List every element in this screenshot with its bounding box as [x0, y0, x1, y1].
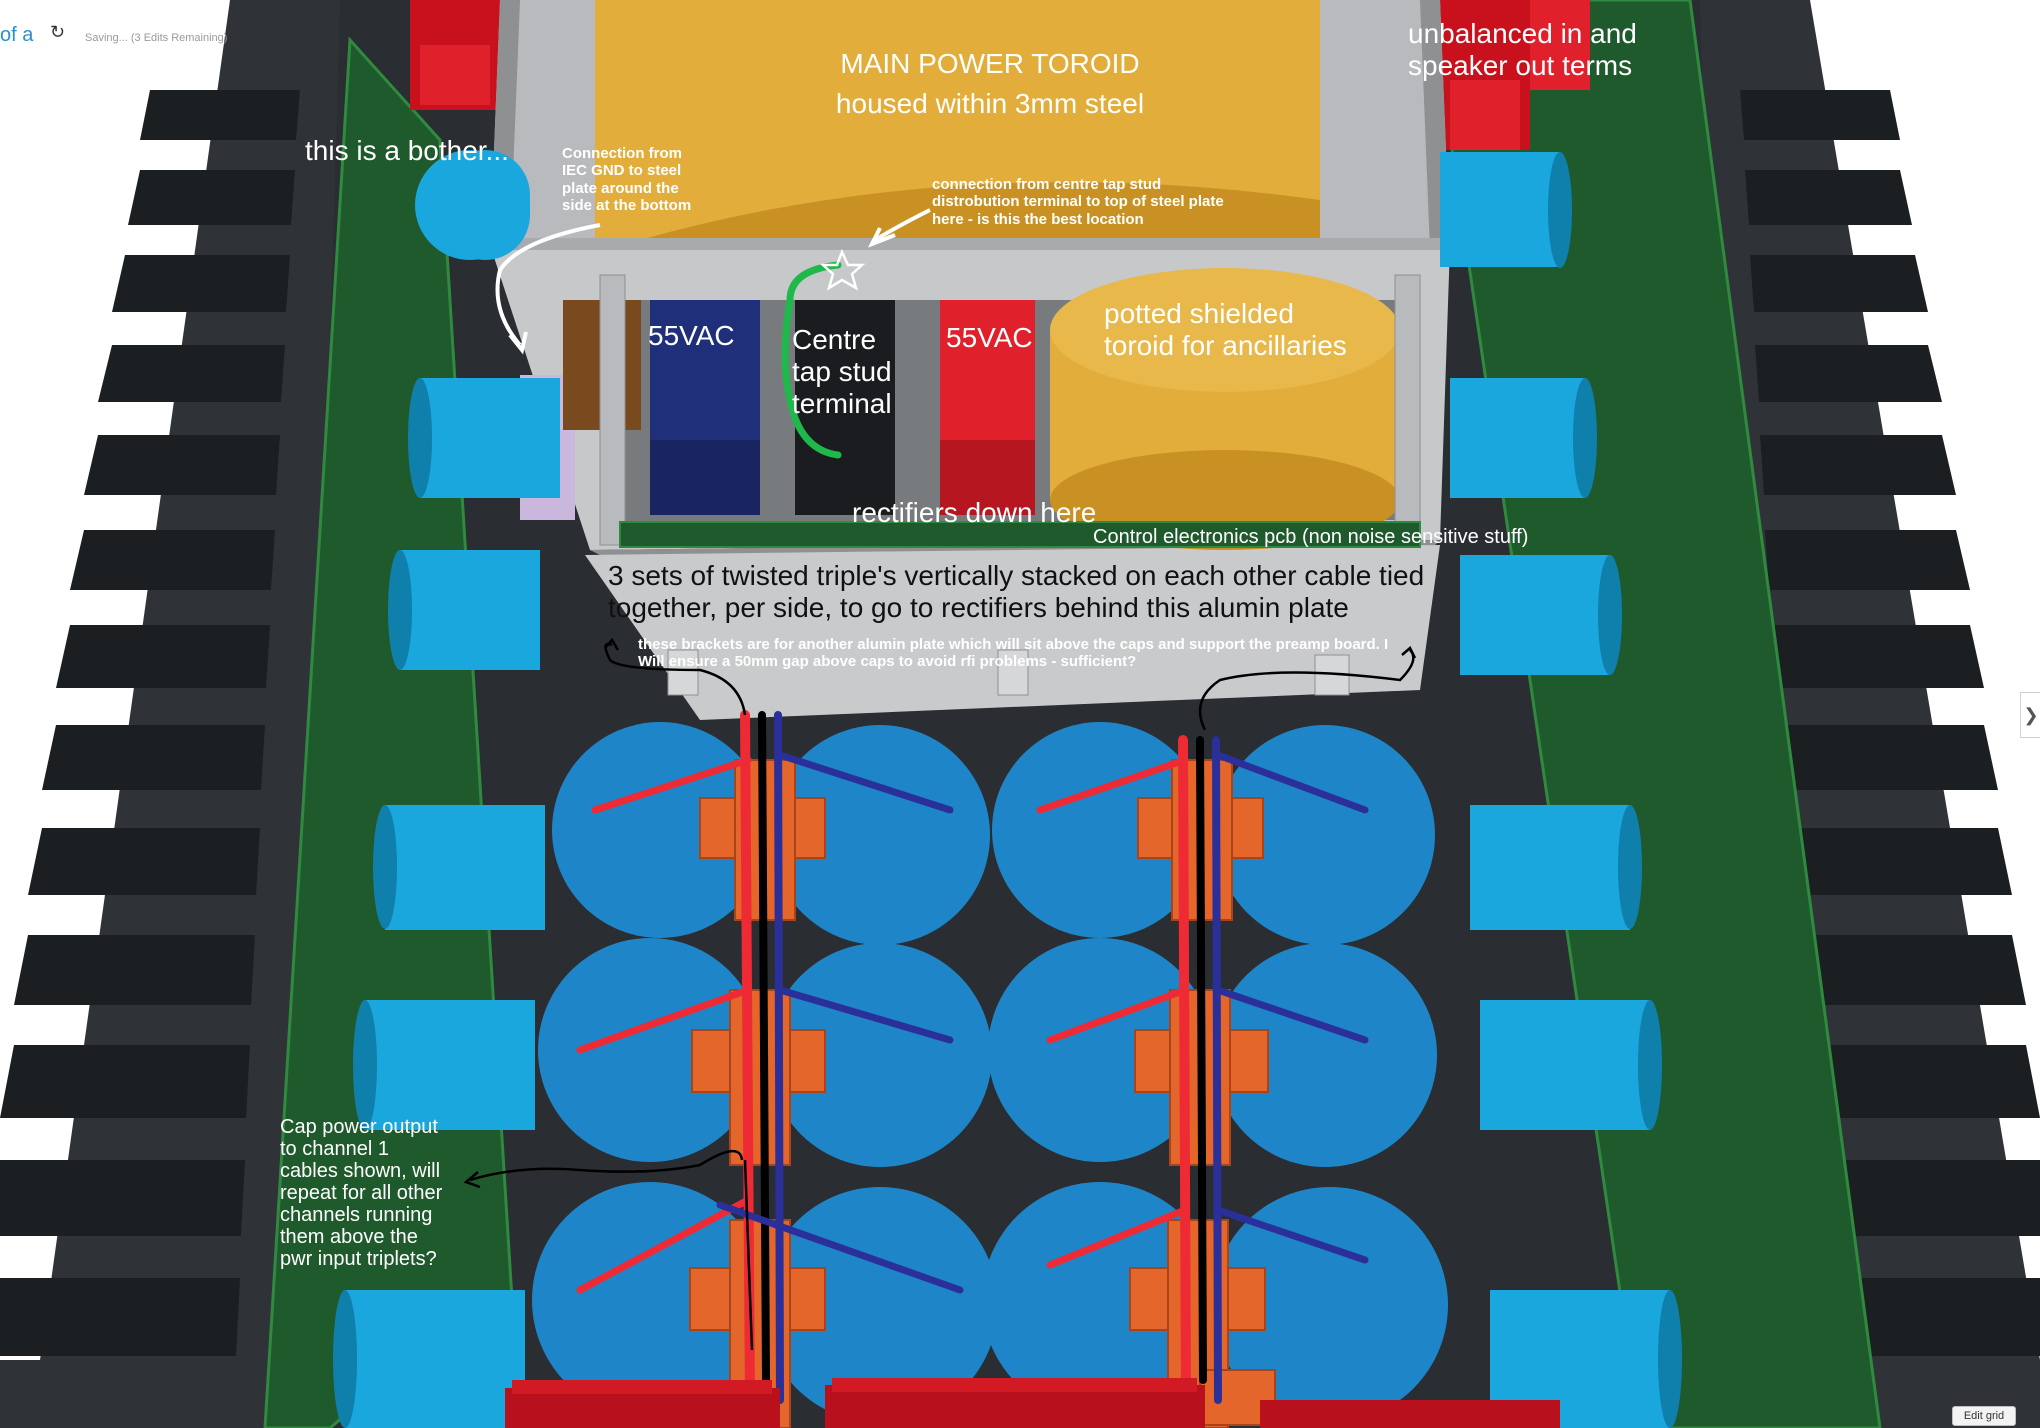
red-terminals-top-right — [1440, 0, 1590, 150]
steel-lip — [490, 238, 1450, 250]
vac-right-label: 55VAC — [946, 322, 1033, 353]
rectifiers-label: rectifiers down here — [852, 497, 1097, 528]
potted-shielded-toroid — [1050, 268, 1400, 550]
triples-label: 3 sets of twisted triple's vertically st… — [608, 560, 1424, 624]
centre-tap-conn-line3: here - is this the best location — [932, 210, 1144, 228]
bother-label: this is a bother... — [305, 135, 509, 166]
chevron-right-icon[interactable]: ❯ — [2020, 692, 2040, 738]
brackets-line1: these brackets are for another alumin pl… — [638, 636, 1389, 653]
terms-label: unbalanced in and speaker out terms — [1408, 18, 1637, 82]
centre-tap-wire — [781, 261, 842, 459]
cyan-caps-left — [333, 150, 560, 1428]
wiring-left — [576, 710, 964, 1405]
control-pcb-label: Control electronics pcb (non noise sensi… — [1093, 526, 1529, 548]
triples-line2: together, per side, to go to rectifiers … — [608, 592, 1349, 624]
cap-output-line4: repeat for all other — [280, 1182, 443, 1204]
title-fragment[interactable]: of a — [0, 24, 34, 46]
centre-tap-line2: tap stud — [792, 356, 892, 388]
main-toroid-line1: MAIN POWER TOROID — [840, 48, 1140, 79]
potted-toroid-label: potted shielded toroid for ancillaries — [1104, 298, 1347, 362]
potted-line2: toroid for ancillaries — [1104, 330, 1347, 362]
centre-tap-block — [795, 300, 895, 515]
brackets-label: these brackets are for another alumin pl… — [638, 636, 1388, 671]
star-icon — [819, 248, 866, 291]
red-terminal-shade — [940, 440, 1035, 515]
iec-gnd-label: Connection from IEC GND to steel plate a… — [562, 145, 691, 214]
centre-tap-line3: terminal — [792, 388, 892, 420]
iec-gnd-line3: plate around the — [562, 179, 679, 197]
red-busbars-bottom — [505, 1378, 1560, 1428]
plate-tab-2 — [997, 649, 1029, 696]
saving-status: Saving... (3 Edits Remaining) — [85, 32, 228, 44]
triples-line1: 3 sets of twisted triple's vertically st… — [608, 560, 1425, 591]
plate-tab-1 — [667, 649, 699, 696]
bracket-left-upright — [599, 274, 626, 546]
main-power-toroid — [595, 0, 1320, 240]
terms-line1: unbalanced in and — [1408, 18, 1637, 49]
refresh-icon[interactable]: ↻ — [50, 22, 66, 42]
centre-tap-conn-line2: distrobution terminal to top of steel pl… — [932, 193, 1224, 211]
wiring-right — [1036, 735, 1369, 1405]
annotation-arrows — [495, 208, 931, 355]
cap-output-line7: pwr input triplets? — [280, 1248, 437, 1270]
control-pcb — [619, 521, 1421, 548]
cap-output-line1: Cap power output — [280, 1116, 438, 1138]
centre-tap-conn-line1: connection from centre tap stud — [932, 176, 1162, 193]
annotation-arrows-black — [463, 637, 1417, 1351]
terms-line2: speaker out terms — [1408, 50, 1633, 82]
centre-tap-line1: Centre — [792, 324, 877, 355]
iec-gnd-line2: IEC GND to steel — [562, 162, 682, 180]
cap-output-label: Cap power output to channel 1 cables sho… — [280, 1116, 442, 1270]
navy-terminal-shade — [650, 440, 760, 515]
main-toroid-label: MAIN POWER TOROID housed within 3mm stee… — [800, 48, 1180, 120]
main-capacitor-bank — [532, 722, 1448, 1423]
bracket-right-upright — [1394, 274, 1421, 546]
cap-output-line5: channels running — [280, 1204, 433, 1226]
centre-tap-connection-label: connection from centre tap stud distrobu… — [932, 176, 1224, 228]
brackets-line2: Will ensure a 50mm gap above caps to avo… — [638, 653, 1137, 671]
cap-output-line6: them above the — [280, 1226, 418, 1248]
centre-tap-label: Centre tap stud terminal — [792, 324, 892, 421]
cyan-caps-right — [1440, 152, 1682, 1428]
iec-gnd-line4: side at the bottom — [562, 196, 692, 214]
heatsink-left — [0, 0, 340, 1428]
main-toroid-line2: housed within 3mm steel — [835, 88, 1145, 120]
iec-gnd-line1: Connection from — [562, 145, 682, 162]
edit-grid-button[interactable]: Edit grid — [1952, 1406, 2016, 1426]
cap-output-line2: to channel 1 — [280, 1138, 389, 1160]
potted-line1: potted shielded — [1104, 298, 1294, 329]
vac-left-label: 55VAC — [648, 320, 735, 351]
pcb-right — [1428, 0, 1882, 1428]
cap-output-line3: cables shown, will — [280, 1160, 441, 1182]
